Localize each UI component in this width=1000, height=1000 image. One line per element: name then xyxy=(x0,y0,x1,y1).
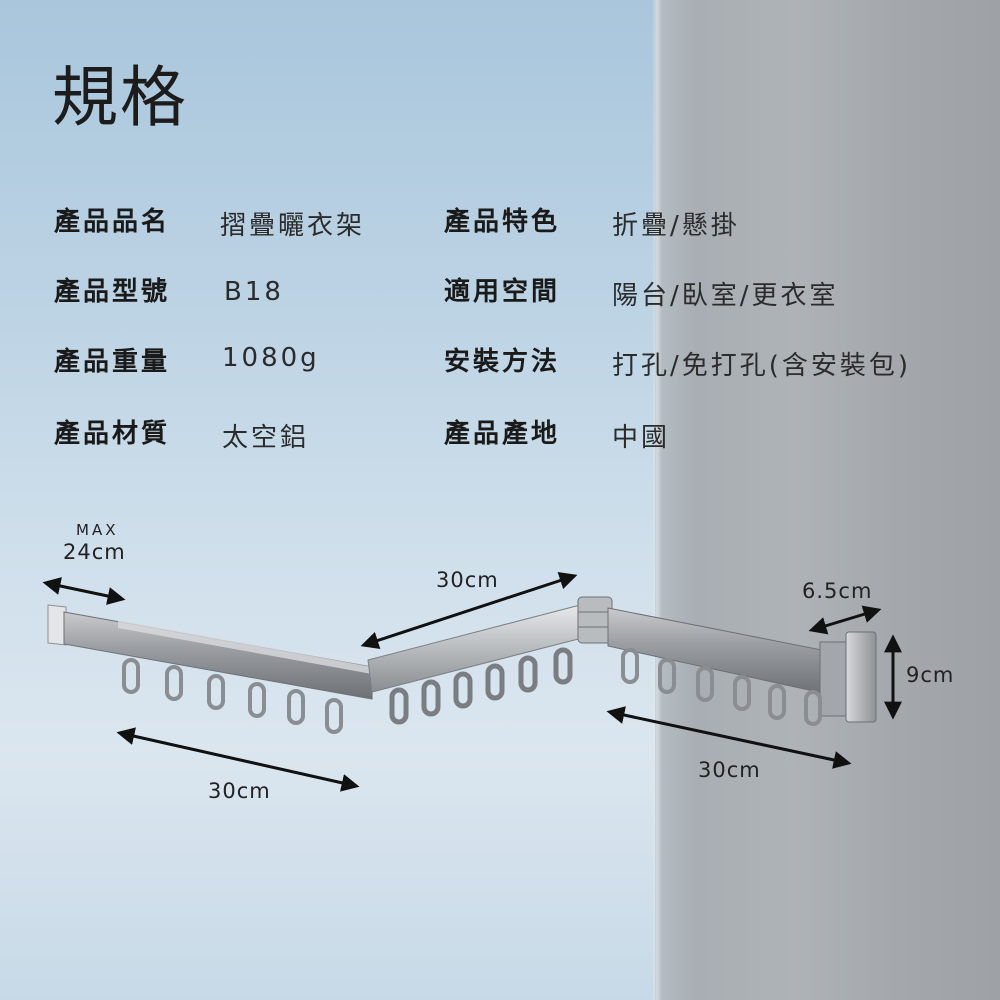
spec-value-origin: 中國 xyxy=(612,423,671,453)
spec-value-install: 打孔/免打孔(含安裝包) xyxy=(612,351,912,381)
dim-max-value: 24cm xyxy=(63,540,126,564)
rack-end-cap xyxy=(47,604,67,646)
wall-edge xyxy=(652,0,662,1000)
dimension-arrows xyxy=(42,571,902,792)
arrow-bottom-right xyxy=(606,706,852,769)
spec-label-origin: 產品產地 xyxy=(444,419,561,449)
spec-label-weight: 產品重量 xyxy=(54,347,171,377)
dim-bracket-height: 9cm xyxy=(906,663,955,687)
hooks-middle xyxy=(389,647,573,725)
wall-bracket xyxy=(819,631,877,723)
arrow-bottom-left xyxy=(116,727,360,792)
spec-value-weight: 1080g xyxy=(222,343,320,373)
page-title: 規格 xyxy=(52,59,188,136)
rack-arm-left xyxy=(63,611,373,700)
dim-bottom-right: 30cm xyxy=(698,758,761,782)
arrow-bracket-width xyxy=(808,605,882,635)
spec-value-space: 陽台/臥室/更衣室 xyxy=(612,281,839,311)
spec-value-model: B18 xyxy=(224,277,284,307)
arrow-top-middle xyxy=(360,571,578,650)
spec-label-install: 安裝方法 xyxy=(444,347,561,377)
rack-hinge xyxy=(577,596,613,644)
arrow-max-width xyxy=(42,577,126,605)
spec-value-material: 太空鋁 xyxy=(222,423,310,453)
spec-label-model: 產品型號 xyxy=(54,277,171,307)
wall-background xyxy=(655,0,1000,1000)
dim-max-label: MAX xyxy=(76,521,119,539)
dim-bottom-left: 30cm xyxy=(208,779,271,803)
spec-label-name: 產品品名 xyxy=(54,207,171,237)
rack-arm-right xyxy=(607,607,833,696)
spec-value-name: 摺疊曬衣架 xyxy=(220,211,366,241)
spec-label-material: 產品材質 xyxy=(54,419,171,449)
spec-label-space: 適用空間 xyxy=(444,277,561,307)
sky-background xyxy=(0,0,665,1000)
spec-value-feature: 折疊/懸掛 xyxy=(612,211,740,241)
dim-bracket-width: 6.5cm xyxy=(802,579,873,603)
dim-top-middle: 30cm xyxy=(436,568,499,592)
spec-label-feature: 產品特色 xyxy=(444,207,561,237)
